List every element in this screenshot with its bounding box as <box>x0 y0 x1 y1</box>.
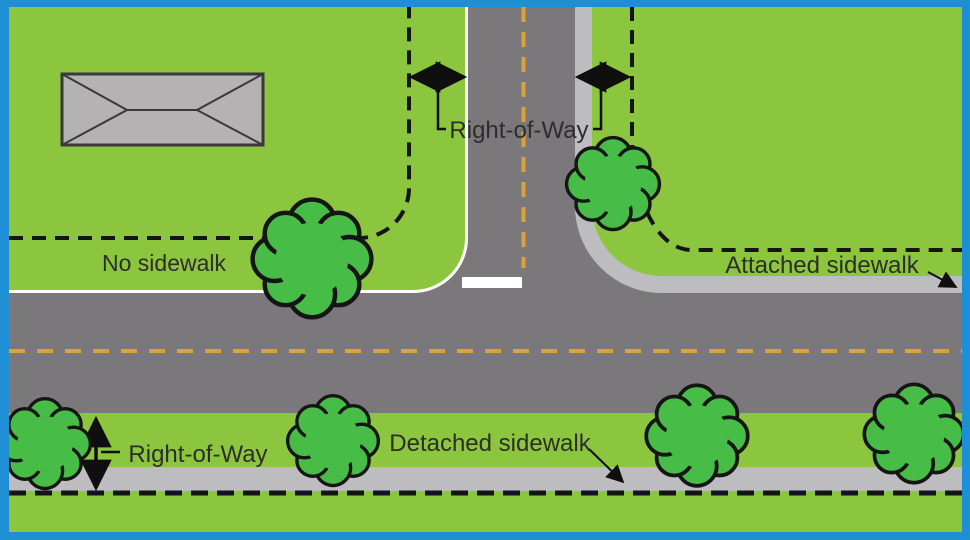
label-right-of-way-bottom: Right-of-Way <box>128 441 267 468</box>
label-bracket-right <box>593 79 603 131</box>
curb-line <box>9 7 468 293</box>
label-detached-sidewalk: Detached sidewalk <box>389 430 591 457</box>
label-right-of-way-top: Right-of-Way <box>449 117 588 144</box>
attached-sidewalk-surface <box>575 7 962 293</box>
attached-sidewalk-arrow <box>927 271 958 288</box>
tree-icon <box>0 396 93 491</box>
building-icon <box>60 72 265 147</box>
tree-icon <box>564 135 662 232</box>
right-of-way-boundary-top-left <box>9 7 411 240</box>
stop-bar <box>462 277 522 288</box>
road-surface <box>9 7 962 413</box>
tree-icon <box>644 383 750 488</box>
label-attached-sidewalk: Attached sidewalk <box>725 252 919 279</box>
detached-sidewalk-surface <box>9 467 962 491</box>
detached-sidewalk-arrow <box>588 448 625 484</box>
label-bracket-left <box>436 79 446 131</box>
tree-icon <box>285 393 381 488</box>
tree-icon <box>253 200 372 318</box>
tree-icon <box>862 382 966 485</box>
label-no-sidewalk: No sidewalk <box>102 250 226 276</box>
